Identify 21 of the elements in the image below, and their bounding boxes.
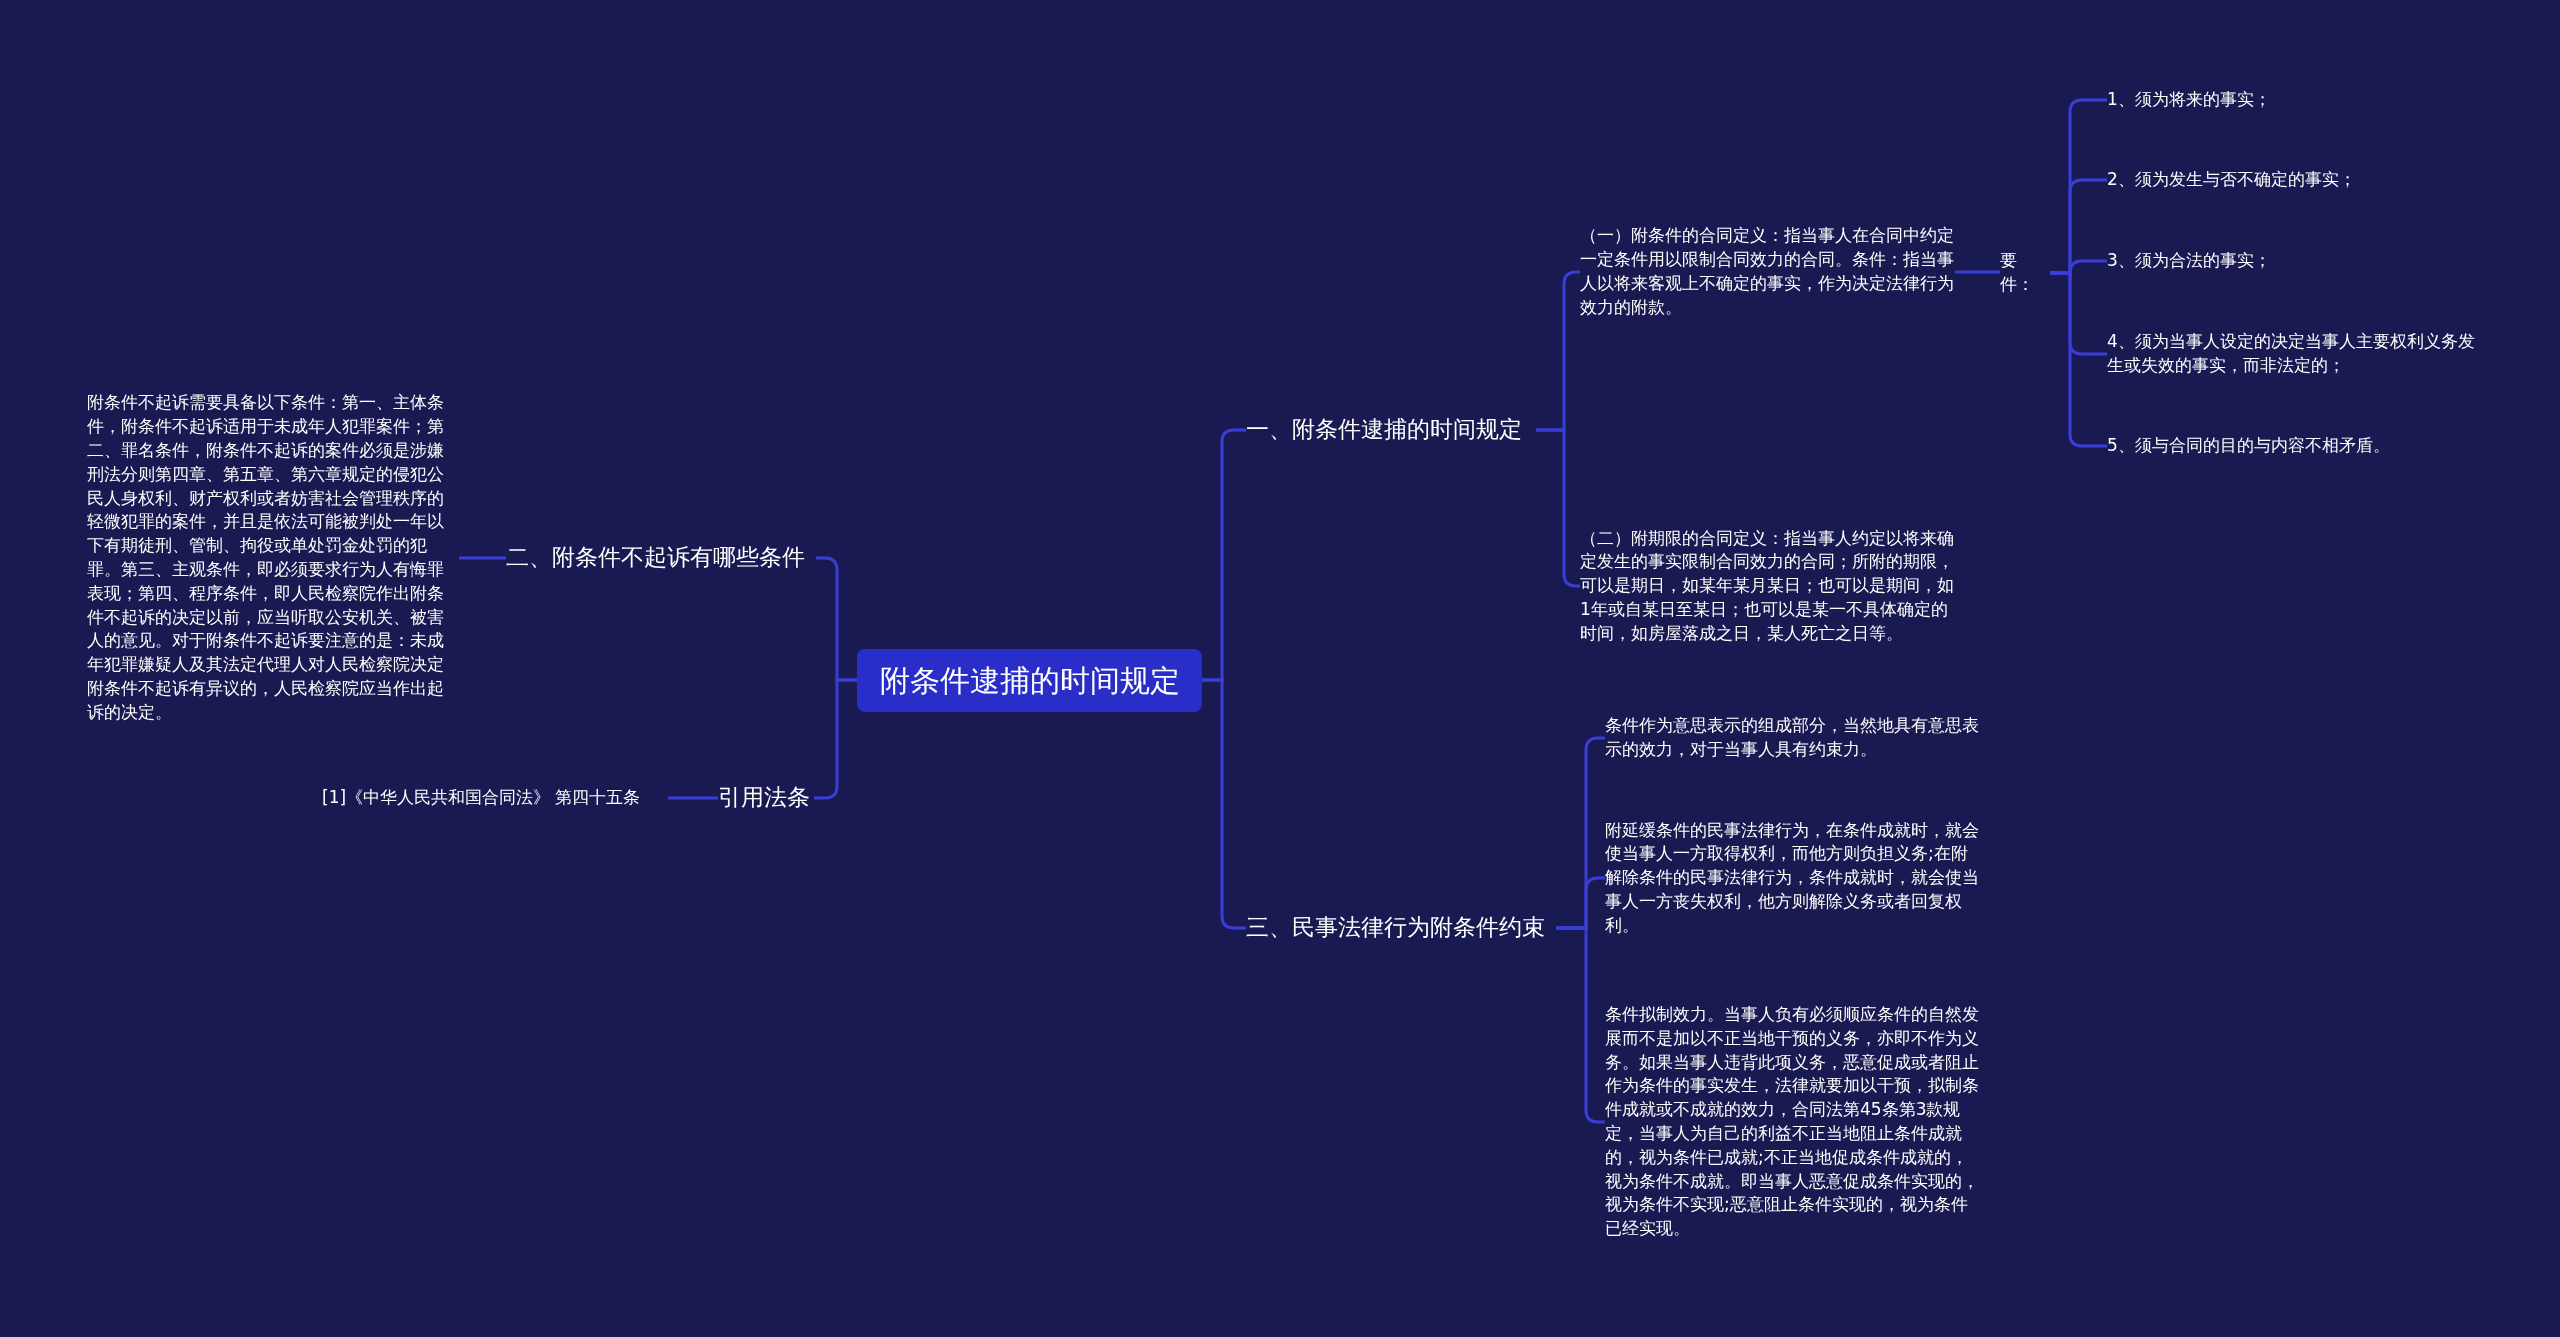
connector-line	[459, 556, 506, 560]
branch-topic: 引用法条	[718, 783, 814, 813]
note-text: （一）附条件的合同定义：指当事人在合同中约定一定条件用以限制合同效力的合同。条件：指当事人以将来客观上不确定的事实，作为决定法律行为效力的附款。	[1580, 224, 1955, 320]
branch-topic: 一、附条件逮捕的时间规定	[1246, 415, 1536, 445]
note-text: 2、须为发生与否不确定的事实；	[2107, 168, 2487, 192]
note-text: 3、须为合法的事实；	[2107, 249, 2487, 273]
note-text: 条件拟制效力。当事人负有必须顺应条件的自然发展而不是加以不正当地干预的义务，亦即不作为义务。如果当事人违背此项义务，恶意促成或者阻止作为条件的事实发生，法律就要加以干预，拟制条件成就或不成就的效力，合同法第45条第3款规定，当事人为自己的利益不正当地阻止条件成就的，视为条件已成就;不正当地促成条件成就的，视为条件不成就。即当事人恶意促成条件实现的，视为条件不实现;恶意阻止条件实现的，视为条件已经实现。	[1605, 1003, 1980, 1241]
note-text: 要件：	[2000, 249, 2050, 297]
note-text: 1、须为将来的事实；	[2107, 88, 2487, 112]
note-text: 4、须为当事人设定的决定当事人主要权利义务发生或失效的事实，而非法定的；	[2107, 330, 2487, 378]
connector-line	[1955, 270, 2000, 274]
note-text: [1]《中华人民共和国合同法》 第四十五条	[322, 786, 668, 810]
central-topic-box: 附条件逮捕的时间规定	[857, 648, 1202, 712]
connector-line	[668, 796, 718, 800]
note-text: 条件作为意思表示的组成部分，当然地具有意思表示的效力，对于当事人具有约束力。	[1605, 714, 1980, 762]
branch-topic: 三、民事法律行为附条件约束	[1246, 913, 1556, 943]
note-text: 附延缓条件的民事法律行为，在条件成就时，就会使当事人一方取得权利，而他方则负担义务;在附解除条件的民事法律行为，条件成就时，就会使当事人一方丧失权利，他方则解除义务或者回复权利。	[1605, 818, 1980, 938]
branch-topic: 二、附条件不起诉有哪些条件	[506, 543, 816, 573]
note-text: （二）附期限的合同定义：指当事人约定以将来确定发生的事实限制合同效力的合同；所附的期限，可以是期日，如某年某月某日；也可以是期间，如1年或自某日至某日；也可以是某一不具体确定的时间，如房屋落成之日，某人死亡之日等。	[1580, 526, 1955, 646]
note-text: 5、须与合同的目的与内容不相矛盾。	[2107, 434, 2487, 458]
note-text: 附条件不起诉需要具备以下条件：第一、主体条件，附条件不起诉适用于未成年人犯罪案件；第二、罪名条件，附条件不起诉的案件必须是涉嫌刑法分则第四章、第五章、第六章规定的侵犯公民人身权利、财产权利或者妨害社会管理秩序的轻微犯罪的案件，并且是依法可能被判处一年以下有期徒刑、管制、拘役或单处罚金处罚的犯罪。第三、主观条件，即必须要求行为人有悔罪表现；第四、程序条件，即人民检察院作出附条件不起诉的决定以前，应当听取公安机关、被害人的意见。对于附条件不起诉要注意的是：未成年犯罪嫌疑人及其法定代理人对人民检察院决定附条件不起诉有异议的，人民检察院应当作出起诉的决定。	[87, 391, 459, 725]
